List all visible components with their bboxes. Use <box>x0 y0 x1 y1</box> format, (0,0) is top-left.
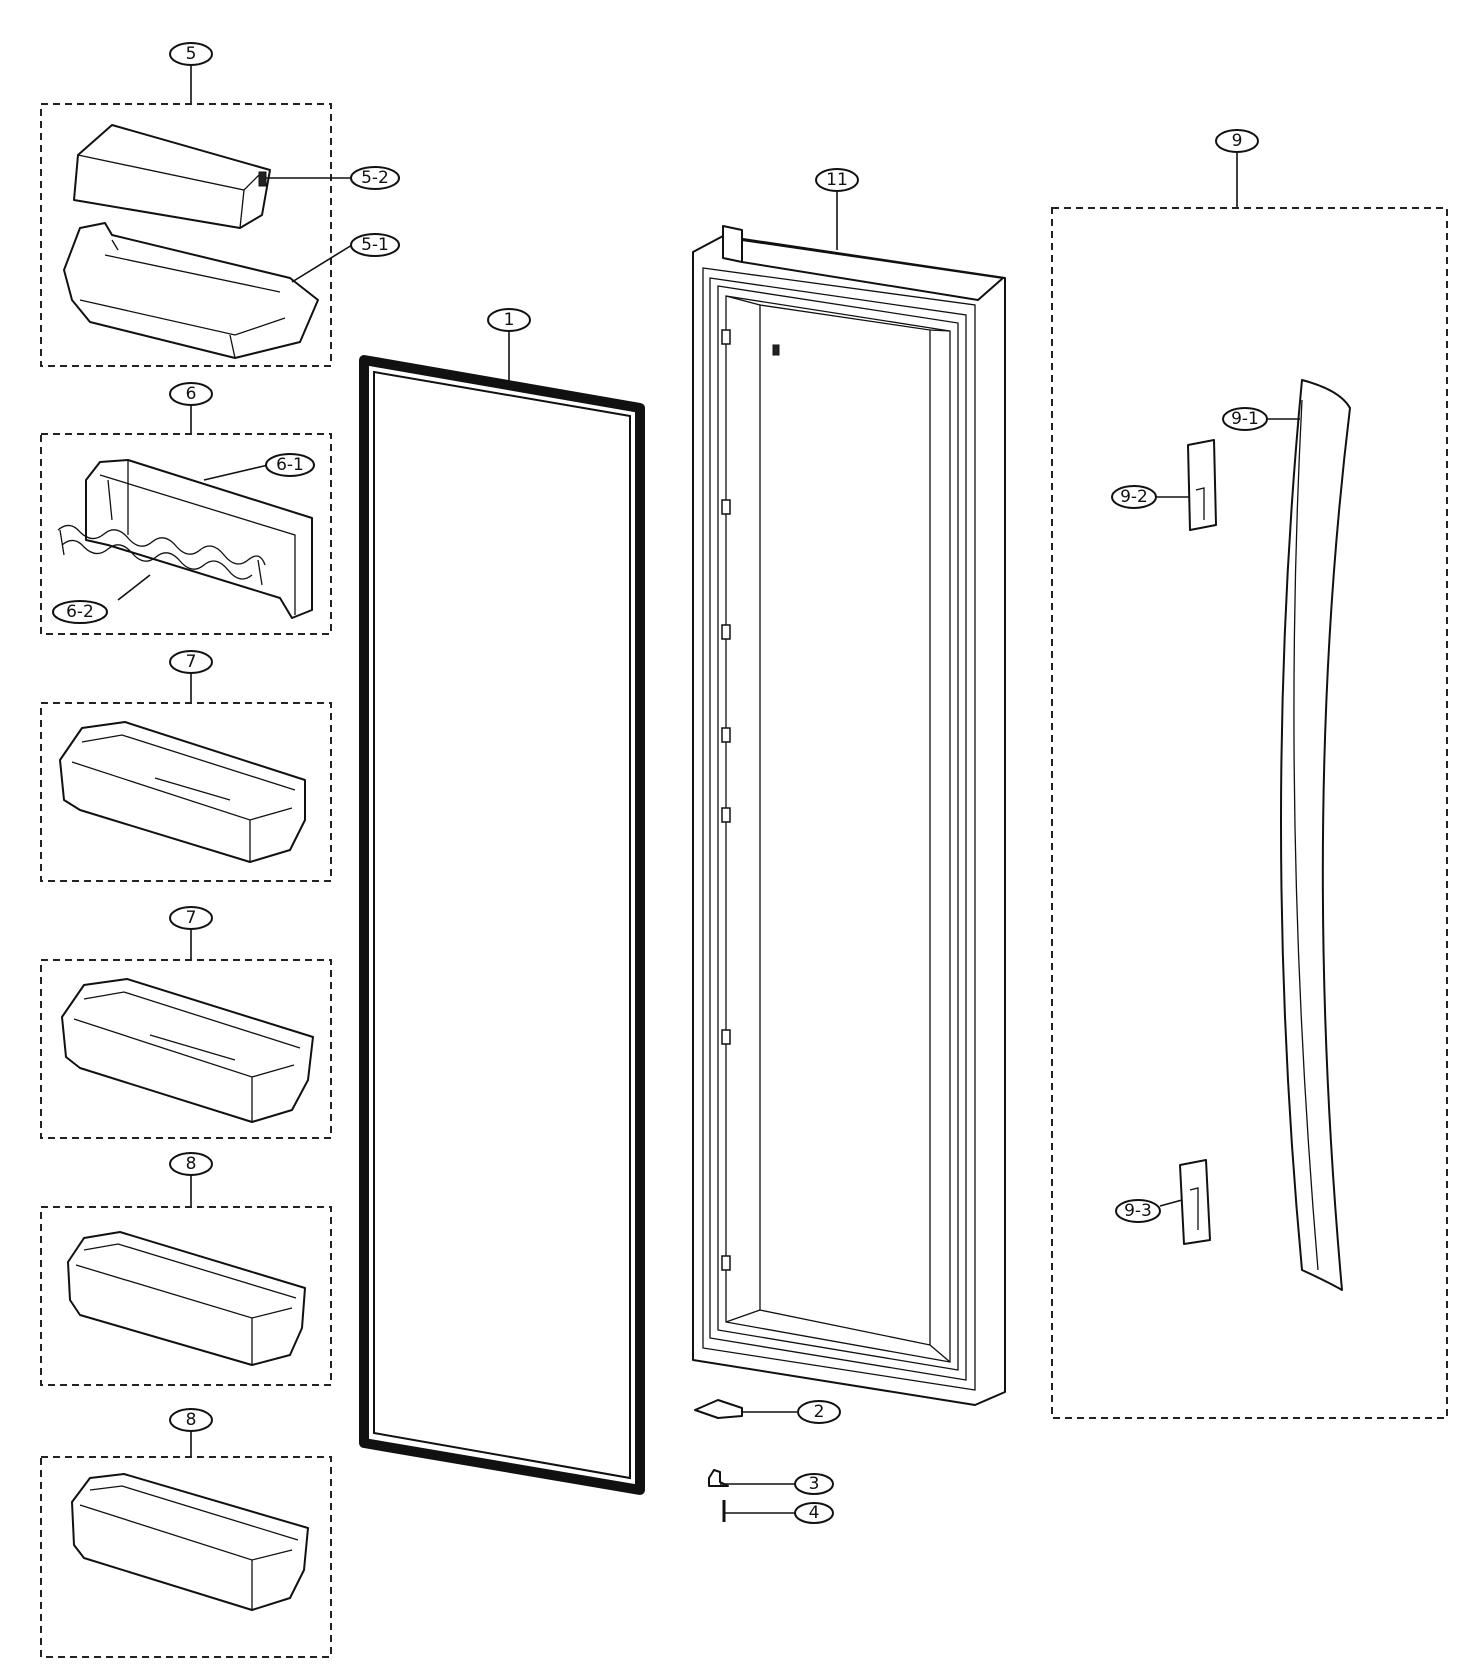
callout-9: 9 <box>1215 129 1259 153</box>
svg-text:7: 7 <box>186 652 197 672</box>
svg-text:3: 3 <box>809 1474 820 1494</box>
svg-text:8: 8 <box>186 1410 197 1430</box>
callout-6-1: 6-1 <box>265 453 315 477</box>
callout-3: 3 <box>794 1473 834 1495</box>
callout-9-1: 9-1 <box>1222 407 1268 431</box>
group-6-boundary <box>40 433 332 635</box>
svg-text:9-3: 9-3 <box>1124 1201 1152 1221</box>
svg-text:9-2: 9-2 <box>1120 487 1148 507</box>
group-7-second <box>40 928 332 1139</box>
part-8-door-bin-second <box>71 1473 309 1611</box>
callout-6-2: 6-2 <box>52 600 108 624</box>
group-5 <box>40 65 353 367</box>
svg-text:2: 2 <box>814 1402 825 1422</box>
part-5-2-door-guard <box>73 124 271 229</box>
group-7-second-boundary <box>40 959 332 1139</box>
callout-11: 11 <box>815 168 859 192</box>
svg-text:5-1: 5-1 <box>361 235 389 255</box>
group-9 <box>1051 152 1448 1419</box>
part-5-1-door-bin <box>63 222 319 359</box>
group-7-first <box>40 672 332 882</box>
group-9-boundary <box>1051 207 1448 1419</box>
part-3-hinge-pin <box>708 1469 796 1487</box>
part-11-door-liner <box>692 192 1006 1406</box>
part-6-2-rack <box>57 524 266 586</box>
svg-text:9: 9 <box>1232 131 1243 151</box>
callout-7-second: 7 <box>169 906 213 930</box>
group-7-first-boundary <box>40 702 332 882</box>
group-8-second-boundary <box>40 1456 332 1658</box>
part-1-door-gasket <box>359 332 645 1495</box>
callout-5: 5 <box>169 42 213 66</box>
callout-8-first: 8 <box>169 1152 213 1176</box>
svg-text:9-1: 9-1 <box>1231 409 1259 429</box>
part-4-screw <box>722 1500 796 1522</box>
part-7-door-bin-first <box>59 721 306 863</box>
callout-9-3: 9-3 <box>1115 1199 1161 1223</box>
part-9-1-handle <box>1280 379 1351 1291</box>
callout-2: 2 <box>797 1400 841 1424</box>
svg-text:7: 7 <box>186 908 197 928</box>
svg-text:6: 6 <box>186 384 197 404</box>
group-8-second <box>40 1430 332 1658</box>
svg-text:8: 8 <box>186 1154 197 1174</box>
part-6-1-basket <box>85 459 313 619</box>
svg-text:11: 11 <box>826 170 848 190</box>
svg-text:5-2: 5-2 <box>361 168 389 188</box>
callout-4: 4 <box>794 1502 834 1524</box>
callout-1: 1 <box>487 308 531 332</box>
svg-text:6-2: 6-2 <box>66 602 94 622</box>
group-5-boundary <box>40 103 332 367</box>
group-6 <box>40 404 332 635</box>
group-8-first-boundary <box>40 1206 332 1386</box>
svg-text:6-1: 6-1 <box>276 455 304 475</box>
svg-text:4: 4 <box>809 1503 820 1523</box>
part-2-hinge-bracket <box>694 1399 797 1419</box>
part-9-2-handle-clip <box>1187 439 1217 531</box>
svg-text:5: 5 <box>186 44 197 64</box>
callout-9-2: 9-2 <box>1111 485 1157 509</box>
group-8-first <box>40 1174 332 1386</box>
part-9-3-handle-clip <box>1179 1159 1211 1245</box>
svg-text:1: 1 <box>504 310 515 330</box>
part-8-door-bin-first <box>67 1231 306 1366</box>
callout-5-1: 5-1 <box>350 233 400 257</box>
callout-6: 6 <box>169 382 213 406</box>
part-7-door-bin-second <box>61 978 314 1123</box>
callout-5-2: 5-2 <box>350 166 400 190</box>
callout-8-second: 8 <box>169 1408 213 1432</box>
callout-7-first: 7 <box>169 650 213 674</box>
